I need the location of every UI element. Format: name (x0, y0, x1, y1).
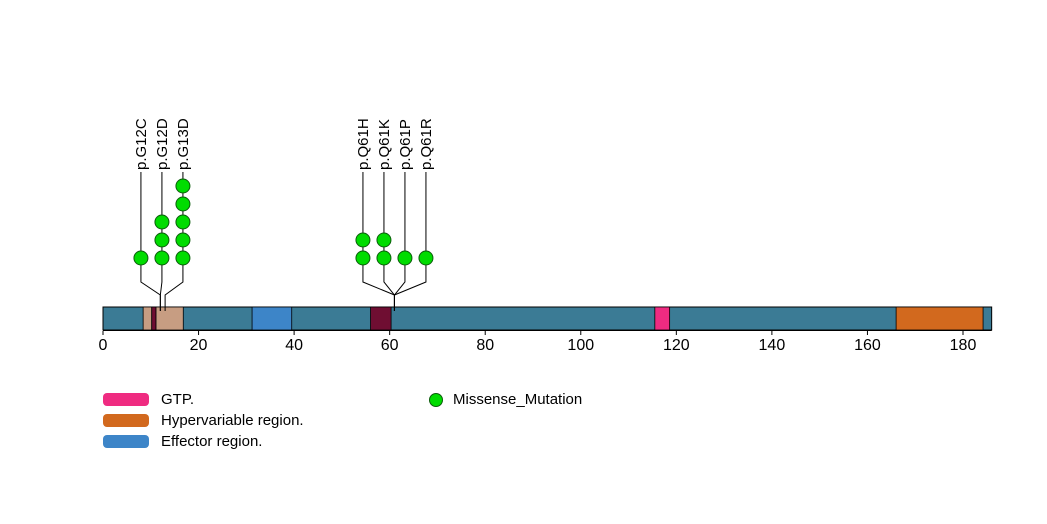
legend-item-label: Effector region. (161, 433, 263, 450)
mutation-label: p.Q61P (397, 119, 414, 170)
mutation-circle (175, 178, 191, 194)
protein-domain (142, 306, 153, 331)
mutation-label: p.Q61K (376, 119, 393, 170)
mutation-circle (175, 214, 191, 230)
mutation-circle (355, 250, 371, 266)
mutation-circle (154, 232, 170, 248)
lollipop-stem (393, 172, 406, 311)
mutation-label: p.G12C (133, 118, 150, 170)
mutation-circle (175, 232, 191, 248)
mutation-label: p.G13D (175, 118, 192, 170)
mutation-circle (154, 250, 170, 266)
mutation-circle (154, 214, 170, 230)
mutation-label: p.G12D (154, 118, 171, 170)
x-axis-tick-label: 0 (99, 337, 108, 354)
mutation-circle (418, 250, 434, 266)
protein-backbone-bar (102, 306, 993, 331)
x-axis-tick-label: 160 (854, 337, 881, 354)
mutation-label: p.Q61H (355, 118, 372, 170)
x-axis-tick-label: 20 (190, 337, 208, 354)
mutation-circle (133, 250, 149, 266)
legend-item-label: GTP. (161, 391, 195, 408)
protein-domain (151, 306, 157, 331)
mutation-circle (175, 196, 191, 212)
x-axis-tick-label: 180 (950, 337, 977, 354)
missense-mutation-circle-icon (429, 392, 443, 407)
mutation-circle (175, 250, 191, 266)
x-axis-tick-label: 40 (285, 337, 303, 354)
legend-item-hypervariable: Hypervariable region. (103, 410, 304, 431)
mutation-type-label: Missense_Mutation (453, 391, 583, 408)
mutation-circle (376, 232, 392, 248)
legend-item-gtp: GTP. (103, 389, 304, 410)
protein-domain (895, 306, 984, 331)
protein-domain (654, 306, 671, 331)
mutation-label: p.Q61R (418, 118, 435, 170)
legend-item-label: Hypervariable region. (161, 412, 304, 429)
x-axis-tick-label: 100 (567, 337, 594, 354)
x-axis-tick-label: 60 (381, 337, 399, 354)
mutation-circle (376, 250, 392, 266)
mutation-circle (397, 250, 413, 266)
protein-domain (155, 306, 184, 331)
legend-item-effector: Effector region. (103, 431, 304, 452)
x-axis-tick-label: 120 (663, 337, 690, 354)
lollipop-stem (393, 172, 427, 311)
mutation-circle (355, 232, 371, 248)
mutation-type-legend: Missense_Mutation (429, 389, 582, 410)
protein-domain (370, 306, 392, 331)
x-axis-tick-label: 140 (759, 337, 786, 354)
protein-domain (251, 306, 293, 331)
domain-legend: GTP. Hypervariable region. Effector regi… (103, 389, 304, 452)
gtp-color-swatch (103, 393, 149, 406)
hypervariable-color-swatch (103, 414, 149, 427)
effector-color-swatch (103, 435, 149, 448)
x-axis-tick-label: 80 (476, 337, 494, 354)
